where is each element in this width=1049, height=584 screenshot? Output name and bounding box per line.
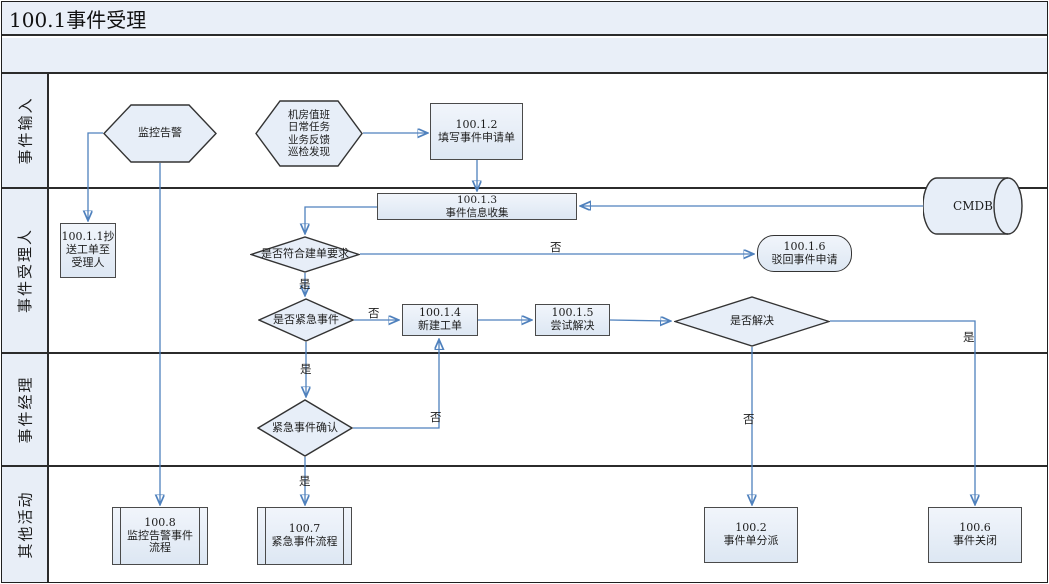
subprocess-monitor-alarm-flow: 100.8 监控告警事件 流程 [112, 507, 208, 565]
subtitle-band [2, 38, 1047, 74]
subprocess-urgent-event-flow: 100.7 紧急事件流程 [257, 507, 352, 565]
hexagon-input-sources: 机房值班 日常任务 业务反馈 巡检发现 [255, 100, 363, 167]
edge-label-no: 否 [550, 240, 562, 254]
shape-text: 100.1.5 尝试解决 [550, 306, 595, 332]
subprocess-bar [343, 508, 344, 564]
process-ticket-dispatch: 100.2 事件单分派 [704, 507, 798, 563]
edge-label-yes: 是 [300, 362, 312, 376]
shape-text: 100.1.6 驳回事件申请 [771, 239, 838, 266]
cylinder-cap-line [993, 177, 1009, 235]
edge-label-yes: 是 [963, 330, 975, 344]
shape-text: 是否解决 [730, 314, 774, 328]
diamond-shape [250, 236, 360, 273]
shape-text: 100.6 事件关闭 [953, 521, 997, 547]
edge-label-no: 否 [430, 410, 442, 424]
process-info-collect: 100.1.3 事件信息收集 [377, 193, 577, 220]
title-bar: 100.1事件受理 [2, 2, 1047, 36]
lane-label-event-input: 事件输入 [2, 74, 49, 187]
process-fill-request: 100.1.2 填写事件申请单 [430, 103, 523, 160]
shape-text: 是否紧急事件 [273, 312, 339, 326]
shape-text: 是否符合建单要求 [261, 247, 349, 261]
shape-text: 100.8 监控告警事件 流程 [127, 515, 193, 555]
process-try-solve: 100.1.5 尝试解决 [535, 304, 610, 336]
lane-event-manager: 事件经理 [2, 354, 1047, 467]
edge-label-no: 否 [368, 306, 380, 320]
decision-check-urgent: 是否紧急事件 [258, 298, 354, 342]
subprocess-bar [120, 508, 121, 564]
decision-urgent-confirm: 紧急事件确认 [257, 399, 353, 457]
shape-text: 100.1.3 事件信息收集 [445, 194, 509, 219]
hexagon-shape [255, 100, 363, 167]
lane-label-text: 事件经理 [16, 375, 35, 444]
subprocess-bar [199, 508, 200, 564]
lane-other-activities: 其他活动 [2, 467, 1047, 582]
process-new-ticket: 100.1.4 新建工单 [402, 304, 478, 336]
lane-label-text: 其他活动 [16, 490, 35, 559]
shape-text: 100.7 紧急事件流程 [271, 522, 338, 548]
edge-label-no: 否 [743, 412, 755, 426]
shape-text: 机房值班 日常任务 业务反馈 巡检发现 [288, 108, 330, 158]
lane-event-handler: 事件受理人 [2, 189, 1047, 354]
decision-check-valid: 是否符合建单要求 [250, 236, 360, 273]
terminator-reject-request: 100.1.6 驳回事件申请 [757, 235, 852, 272]
lane-label-event-handler: 事件受理人 [2, 189, 49, 352]
shape-text: 监控告警 [138, 126, 182, 140]
shape-text: 紧急事件确认 [272, 420, 338, 434]
shape-text: 100.1.2 填写事件申请单 [438, 117, 515, 144]
diamond-shape [257, 399, 353, 457]
shape-text: 100.2 事件单分派 [723, 521, 779, 547]
decision-check-solved: 是否解决 [674, 296, 830, 347]
lane-label-event-manager: 事件经理 [2, 354, 49, 465]
lane-label-text: 事件受理人 [16, 227, 35, 314]
database-cmdb: CMDB [923, 177, 1023, 235]
subprocess-bar [265, 508, 266, 564]
process-copy-ticket: 100.1.1抄 送工单至 受理人 [60, 223, 116, 278]
diamond-shape [258, 298, 354, 342]
page-title: 100.1事件受理 [9, 7, 147, 32]
shape-text: 100.1.1抄 送工单至 受理人 [61, 230, 115, 269]
lane-label-other-activities: 其他活动 [2, 467, 49, 582]
diamond-shape [674, 296, 830, 347]
shape-text: CMDB [953, 198, 993, 213]
process-event-close: 100.6 事件关闭 [928, 507, 1022, 563]
edge-label-yes: 是 [299, 277, 311, 291]
hexagon-monitor-alarm: 监控告警 [103, 104, 217, 163]
lane-event-input: 事件输入 [2, 74, 1047, 189]
edge-label-yes: 是 [299, 474, 311, 488]
hexagon-shape [103, 104, 217, 163]
lane-label-text: 事件输入 [16, 96, 35, 165]
shape-text: 100.1.4 新建工单 [418, 306, 462, 332]
